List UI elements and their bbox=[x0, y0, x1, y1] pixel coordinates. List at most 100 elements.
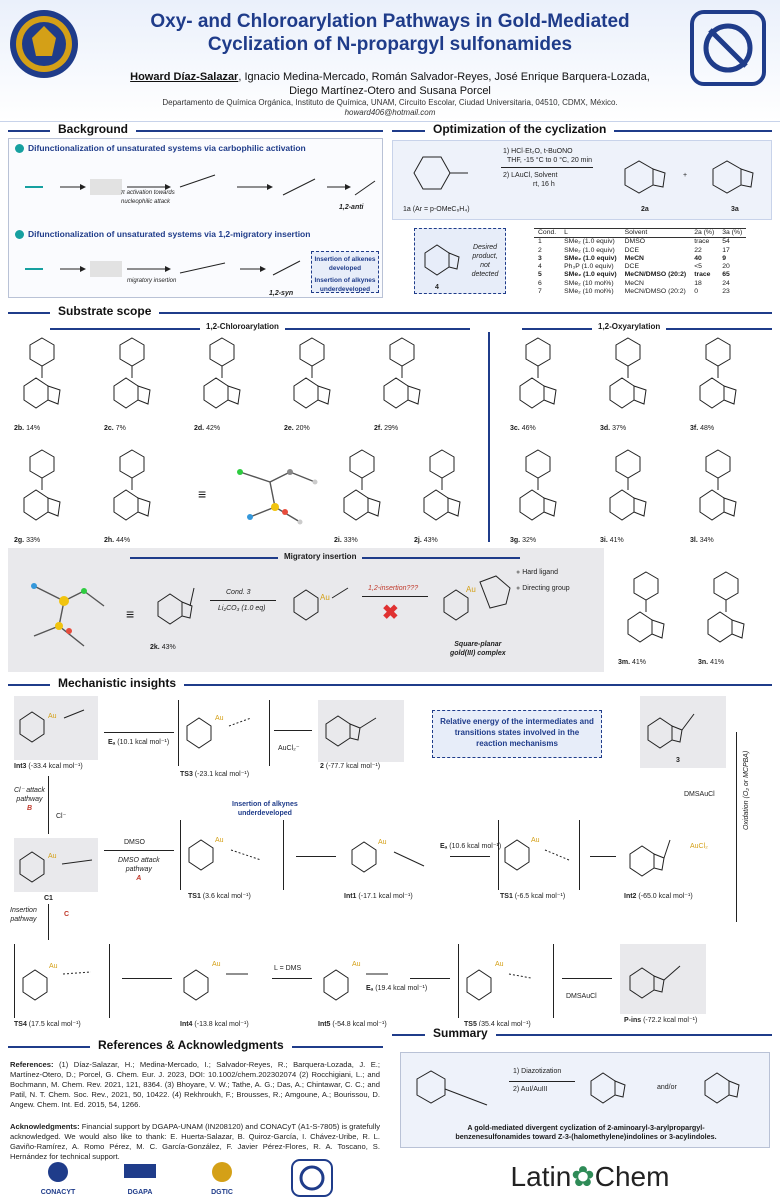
summary-arrow bbox=[509, 1081, 575, 1082]
ts3-label: TS3 (-23.1 kcal mol⁻¹) bbox=[180, 771, 250, 778]
bg-label-mig: migratory insertion bbox=[127, 278, 177, 284]
substrate-card: 2d. 42% bbox=[194, 334, 274, 432]
sm-label: 1a (Ar = p-OMeC₆H₄) bbox=[403, 206, 470, 213]
mechanism-title: Mechanistic insights bbox=[50, 676, 185, 690]
substrate-card: 3i. 41% bbox=[600, 446, 680, 544]
directing-group-label: ● Directing group bbox=[516, 585, 570, 592]
summary-step2: 2) AuI/AuIII bbox=[513, 1086, 548, 1093]
square-planar-structure: Au bbox=[443, 575, 511, 621]
label-3a: 3a bbox=[731, 206, 739, 213]
int1-label: Int1 (-17.1 kcal mol⁻¹) bbox=[344, 893, 413, 900]
arrow-c1-int3 bbox=[48, 776, 49, 834]
substrate-card: 2g. 33% bbox=[14, 446, 94, 544]
optimization-scheme: 1a (Ar = p-OMeC₆H₄) 1) HCl·Et₂O, t-BuONO… bbox=[392, 140, 772, 220]
substrate-card: 2e. 20% bbox=[284, 334, 364, 432]
int5-structure: Au bbox=[323, 961, 388, 1001]
bg-scheme-2 bbox=[25, 260, 301, 277]
reaction-arrow-left bbox=[210, 600, 276, 601]
ts1b-structure: Au bbox=[504, 837, 570, 871]
c1-box: Au bbox=[14, 838, 98, 892]
substrate-label: 3n. 41% bbox=[698, 659, 725, 666]
substrate-structure bbox=[519, 337, 557, 409]
substrate-label: 2h. 44% bbox=[104, 537, 131, 544]
background-line bbox=[8, 130, 383, 132]
scope-line bbox=[8, 312, 772, 314]
substrate-structure bbox=[609, 449, 647, 521]
migratory-crystal-image bbox=[14, 566, 114, 666]
ts1b-label: TS1 (-6.5 kcal mol⁻¹) bbox=[500, 893, 566, 900]
c1-label: C1 bbox=[44, 895, 53, 902]
int5-label: Int5 (-54.8 kcal mol⁻¹) bbox=[318, 1021, 387, 1028]
summary-step1: 1) Diazotization bbox=[513, 1068, 562, 1075]
substrate-structure bbox=[203, 337, 241, 409]
arrow-ts4-int4 bbox=[122, 978, 172, 979]
bg-sub1: Difunctionalization of unsaturated syste… bbox=[15, 143, 306, 154]
cl-minus-label: Cl⁻ bbox=[56, 813, 67, 820]
svg-text:Au: Au bbox=[495, 961, 504, 968]
gold-complex-structure: Au bbox=[293, 587, 349, 621]
label-2k: 2k. 43% bbox=[150, 644, 176, 651]
arrow-int5-ts5 bbox=[410, 978, 450, 979]
cond-line3: 2) LAuCl, Solvent bbox=[503, 172, 558, 179]
int3-label: Int3 (-33.4 kcal mol⁻¹) bbox=[14, 763, 83, 770]
ea-ts3: Eₐ (10.1 kcal mol⁻¹) bbox=[108, 739, 170, 746]
ts3-structure: Au bbox=[186, 715, 252, 749]
reaction-arrow-right bbox=[362, 596, 428, 597]
substrate-card: 2f. 29% bbox=[374, 334, 454, 432]
substrate-structure bbox=[627, 571, 665, 643]
dmso-label: DMSO bbox=[124, 839, 145, 846]
arrow-int3-ts3 bbox=[104, 732, 174, 733]
oxy-header: 1,2-Oxyarylation bbox=[522, 322, 772, 331]
substrate-card: 3n. 41% bbox=[698, 568, 778, 666]
svg-text:Au: Au bbox=[215, 715, 224, 722]
equivalence-sign-2: ≡ bbox=[126, 606, 135, 622]
pins-label: P-ins (-72.2 kcal mol⁻¹) bbox=[624, 1017, 698, 1024]
header-band bbox=[0, 0, 780, 122]
substrate-card: 3m. 41% bbox=[618, 568, 698, 666]
product-3-box: 3 bbox=[640, 696, 726, 768]
int1-structure: Au bbox=[351, 839, 425, 873]
insertion-question: 1,2-insertion??? bbox=[368, 585, 419, 592]
substrate-card: 3l. 34% bbox=[690, 446, 770, 544]
cond-line1: 1) HCl·Et₂O, t-BuONO bbox=[503, 148, 573, 155]
substrate-card: 2i. 33% bbox=[334, 446, 414, 544]
ts5-structure: Au bbox=[466, 961, 532, 1001]
hard-ligand-label: ● Hard ligand bbox=[516, 569, 558, 576]
ts4-structure: Au bbox=[22, 963, 92, 1001]
ts3-bracket: Au bbox=[178, 700, 270, 766]
path-c-label: C bbox=[64, 911, 70, 918]
summary-sm-structure bbox=[416, 1070, 488, 1106]
product-2k-structure bbox=[157, 587, 195, 625]
pins-structure bbox=[629, 965, 681, 999]
substrate-label: 3i. 41% bbox=[600, 537, 624, 544]
substrate-label: 3f. 48% bbox=[690, 425, 715, 432]
ea-ts5: Eₐ (19.4 kcal mol⁻¹) bbox=[366, 985, 428, 992]
svg-text:Au: Au bbox=[378, 839, 387, 846]
bg-scheme-1 bbox=[25, 174, 376, 196]
ts1-bracket: Au bbox=[180, 820, 284, 890]
author-list: Howard Díaz-Salazar, Ignacio Medina-Merc… bbox=[130, 71, 650, 97]
int2-label: Int2 (-65.0 kcal mol⁻¹) bbox=[624, 893, 693, 900]
substrate-label: 2d. 42% bbox=[194, 425, 221, 432]
product-2-box bbox=[318, 700, 404, 762]
ts1-structure: Au bbox=[188, 837, 262, 871]
substrate-card: 2c. 7% bbox=[104, 334, 184, 432]
int4-box: Au bbox=[176, 944, 266, 1018]
ea-ts1b: Eₐ (10.6 kcal mol⁻¹) bbox=[440, 843, 502, 850]
substrate-structure bbox=[707, 571, 745, 643]
svg-text:AuCl₂: AuCl₂ bbox=[690, 843, 708, 850]
substrate-structure bbox=[293, 337, 331, 409]
oxidation-label: Oxidation (O₂ or MCPBA) bbox=[743, 750, 750, 830]
scheme-arrow bbox=[501, 167, 593, 168]
substrate-label: 3g. 32% bbox=[510, 537, 537, 544]
lead-author: Howard Díaz-Salazar bbox=[130, 71, 239, 83]
int5-box: Au bbox=[316, 944, 402, 1018]
migratory-header: Migratory insertion bbox=[130, 552, 520, 561]
substrate-structure bbox=[113, 337, 151, 409]
